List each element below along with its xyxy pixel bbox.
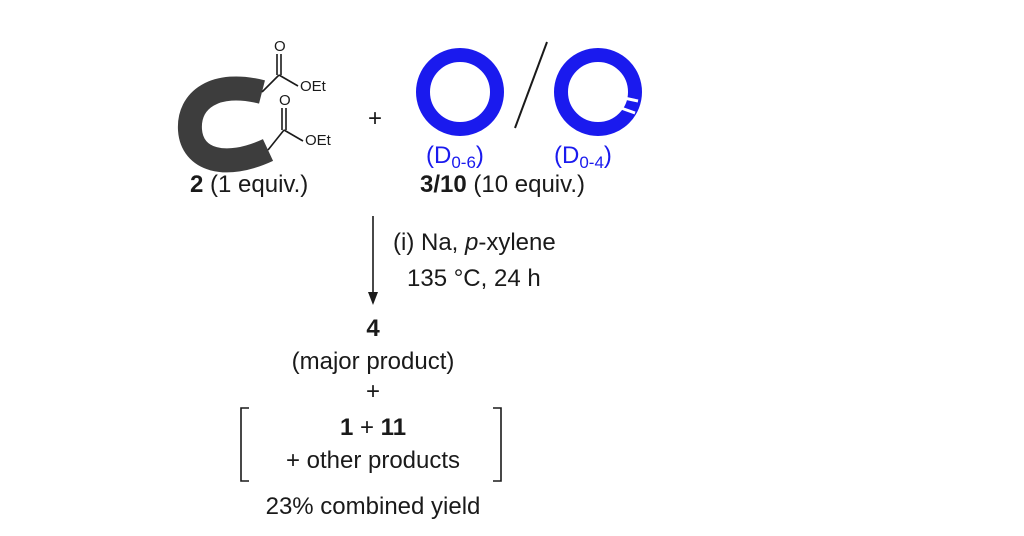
minor-products: 1 + 11	[340, 414, 406, 441]
c-shaped-chain	[177, 76, 274, 173]
conditions-line-1: (i) Na, p-xylene	[393, 229, 556, 256]
ester-bottom	[267, 108, 304, 151]
other-products: + other products	[286, 447, 460, 474]
oet-top: OEt	[300, 78, 327, 95]
ring-d0-6	[416, 48, 504, 136]
oet-bottom: OEt	[305, 132, 332, 149]
product-4-number: 4	[366, 315, 380, 342]
reactant-2-structure: O OEt O OEt	[177, 38, 332, 173]
reaction-arrow	[368, 216, 378, 305]
reactant-2-label: 2 (1 equiv.)	[190, 171, 308, 198]
right-bracket	[493, 407, 502, 482]
ring-label-right: (D0-4)	[554, 142, 612, 172]
reactant-3-10-label: 3/10 (10 equiv.)	[420, 171, 585, 198]
carbonyl-o-bottom: O	[279, 92, 291, 109]
major-product-note: (major product)	[292, 348, 455, 375]
left-bracket	[240, 407, 249, 482]
carbonyl-o-top: O	[274, 38, 286, 55]
combined-yield: 23% combined yield	[266, 493, 481, 520]
plus-sign: +	[368, 105, 382, 132]
products-plus: +	[366, 378, 380, 405]
conditions-line-2: 135 °C, 24 h	[407, 265, 541, 292]
slash-separator	[514, 41, 548, 129]
ring-label-left: (D0-6)	[426, 142, 484, 172]
ester-top	[261, 54, 299, 93]
ring-d0-4-open	[554, 48, 642, 136]
